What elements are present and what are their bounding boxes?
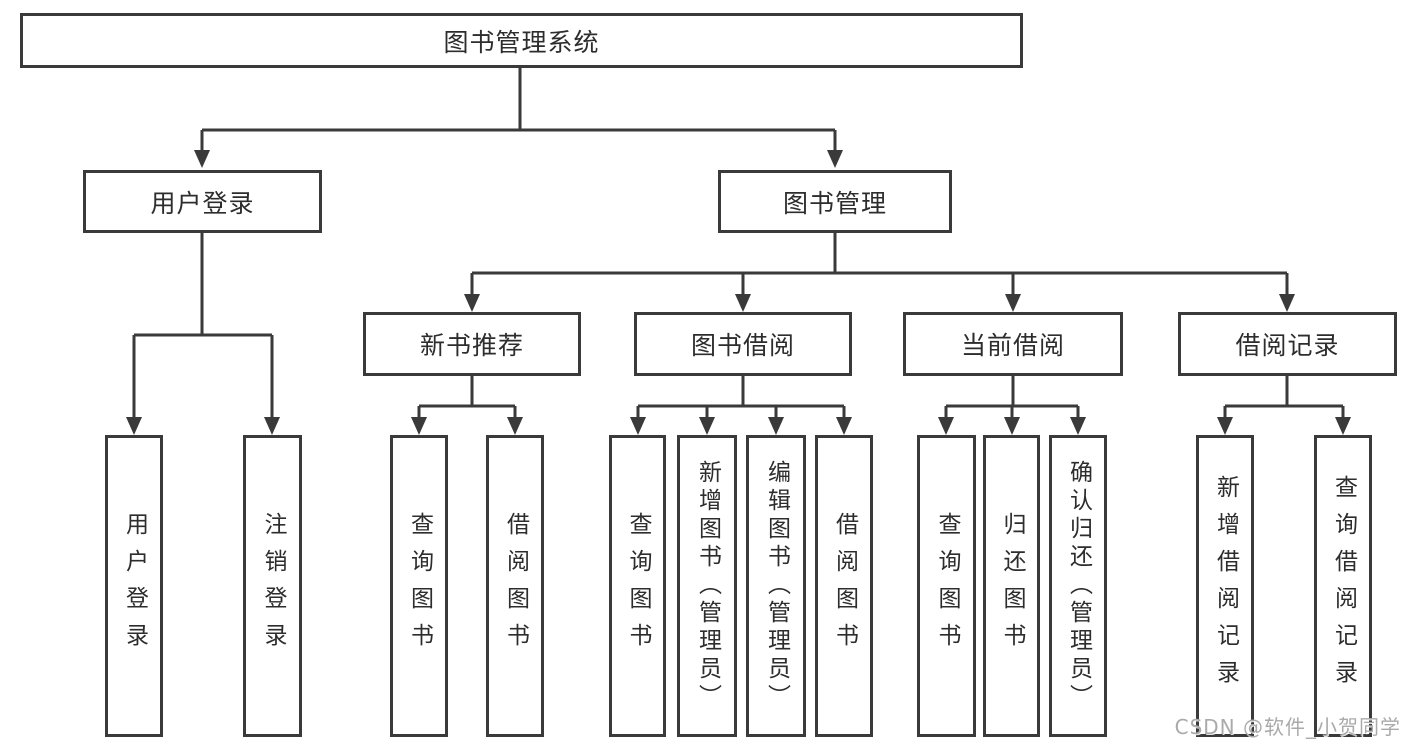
arrowhead-icon xyxy=(126,417,142,435)
leaf-label: 借阅图书 xyxy=(502,512,529,660)
leaf-label: 用户登录 xyxy=(121,512,148,660)
leaf-current-query-books: 查询图书 xyxy=(917,435,976,737)
leaf-current-return-books: 归还图书 xyxy=(983,435,1040,737)
arrowhead-icon xyxy=(1004,417,1020,435)
arrowhead-icon xyxy=(194,150,210,168)
arrowhead-icon xyxy=(507,417,523,435)
leaf-borrow-edit-books-admin: 编辑图书（管理员） xyxy=(746,435,806,737)
leaf-label: 归还图书 xyxy=(999,512,1025,660)
leaf-recommend-query-books: 查询图书 xyxy=(390,435,448,737)
leaf-label: 新增借阅记录 xyxy=(1212,475,1239,697)
leaf-label: 查询借阅记录 xyxy=(1330,475,1357,697)
leaf-records-add-record: 新增借阅记录 xyxy=(1196,435,1254,737)
arrowhead-icon xyxy=(827,150,843,168)
connector-paths xyxy=(132,68,1345,421)
arrowhead-icon xyxy=(464,294,480,312)
leaf-current-confirm-return-admin: 确认归还（管理员） xyxy=(1049,435,1107,737)
arrowhead-icon xyxy=(699,417,715,435)
leaf-borrow-add-books-admin: 新增图书（管理员） xyxy=(677,435,737,737)
arrowhead-icon xyxy=(1279,294,1295,312)
arrowhead-icon xyxy=(735,294,751,312)
arrowhead-icon xyxy=(1217,417,1233,435)
arrowhead-icon xyxy=(836,417,852,435)
arrowhead-icon xyxy=(630,417,646,435)
leaf-label: 编辑图书（管理员） xyxy=(763,460,790,712)
leaf-user-login: 用户登录 xyxy=(105,435,163,737)
leaf-label: 注销登录 xyxy=(260,512,286,660)
node-book-management: 图书管理 xyxy=(718,170,952,233)
arrowhead-icon xyxy=(264,417,280,435)
arrowhead-icon xyxy=(1070,417,1086,435)
leaf-label: 借阅图书 xyxy=(831,512,858,660)
leaf-borrow-borrow-books: 借阅图书 xyxy=(815,435,873,737)
arrowhead-icon xyxy=(1335,417,1351,435)
node-user-login: 用户登录 xyxy=(83,170,322,233)
leaf-label: 确认归还（管理员） xyxy=(1065,460,1092,712)
node-root-system: 图书管理系统 xyxy=(20,13,1023,68)
leaf-recommend-borrow-books: 借阅图书 xyxy=(486,435,544,737)
arrowhead-icon xyxy=(938,417,954,435)
arrowhead-icon xyxy=(1005,294,1021,312)
leaf-records-query-record: 查询借阅记录 xyxy=(1314,435,1372,737)
node-borrow-records: 借阅记录 xyxy=(1178,312,1397,376)
node-current-borrow: 当前借阅 xyxy=(903,312,1123,376)
leaf-logout: 注销登录 xyxy=(243,435,302,737)
arrowhead-icon xyxy=(768,417,784,435)
leaf-label: 查询图书 xyxy=(406,512,433,660)
leaf-label: 查询图书 xyxy=(625,512,651,660)
leaf-borrow-query-books: 查询图书 xyxy=(609,435,666,737)
leaf-label: 查询图书 xyxy=(934,512,960,660)
node-book-borrow: 图书借阅 xyxy=(634,312,852,376)
leaf-label: 新增图书（管理员） xyxy=(694,460,721,712)
arrowhead-icon xyxy=(411,417,427,435)
node-new-book-recommend: 新书推荐 xyxy=(363,312,581,376)
